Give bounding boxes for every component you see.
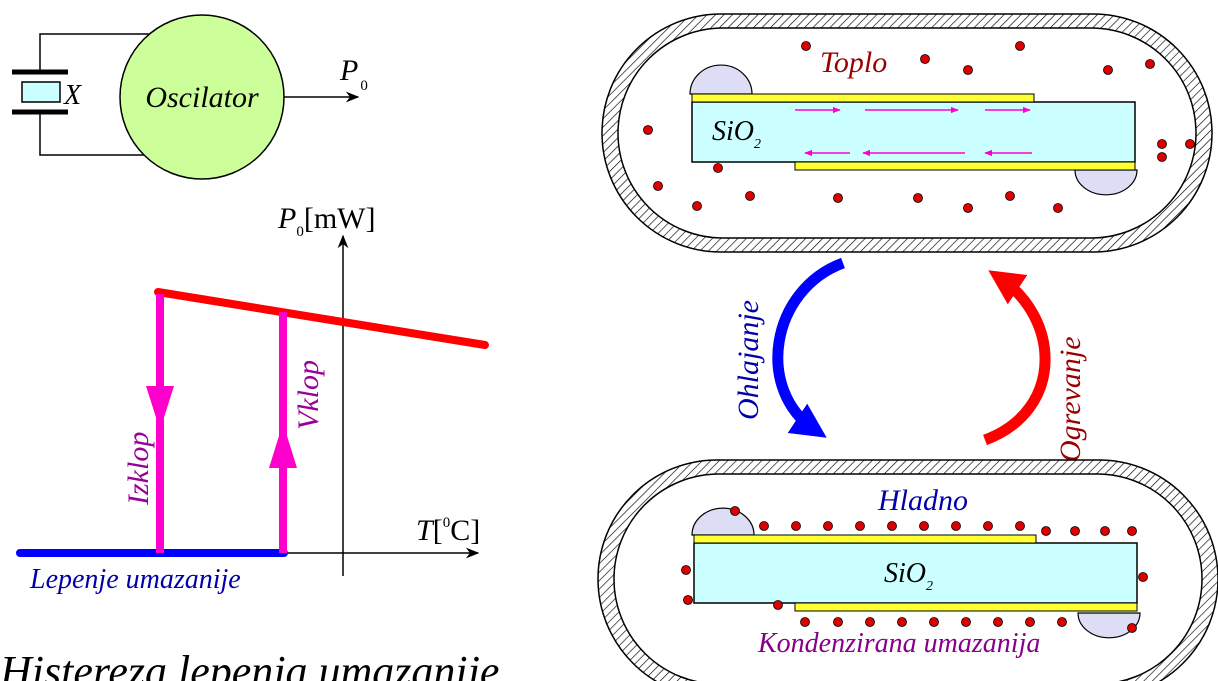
warm-label: Toplo <box>820 46 887 79</box>
cold-state: SiO2 Hladno Kondenzirana umazanija <box>597 459 1218 681</box>
crystal-icon <box>21 81 61 103</box>
particle <box>1057 617 1067 627</box>
particle <box>759 521 769 531</box>
particle <box>823 521 833 531</box>
cooling-label: Ohlajanje <box>732 300 765 420</box>
particle <box>929 617 939 627</box>
particle <box>745 191 755 201</box>
particle <box>1185 139 1195 149</box>
transition-arrows: Ohlajanje Ogrevanje <box>732 257 1087 462</box>
particle <box>791 521 801 531</box>
particle <box>865 617 875 627</box>
particle <box>833 617 843 627</box>
oscillator-label: Oscilator <box>145 81 259 114</box>
particle <box>1157 152 1167 162</box>
warm-drop-right <box>1074 169 1138 196</box>
particle <box>1103 65 1113 75</box>
particle <box>963 203 973 213</box>
crystal-label: X <box>63 80 82 111</box>
particle <box>963 65 973 75</box>
cold-label: Hladno <box>877 484 968 517</box>
particle <box>1138 572 1148 582</box>
crystal-wire-top <box>39 33 160 70</box>
particle <box>683 595 693 605</box>
cold-crystal <box>693 542 1138 604</box>
cold-electrode-bottom <box>794 602 1138 612</box>
cold-electrode-top <box>693 534 1037 544</box>
free-particles <box>643 41 1195 213</box>
particle <box>692 201 702 211</box>
particle <box>855 521 865 531</box>
particle <box>919 521 929 531</box>
particle <box>1053 203 1063 213</box>
particle <box>1100 526 1110 536</box>
hysteresis-graph: P0[mW] T[0C] Izklop Vklop Lepenje umazan… <box>16 202 489 595</box>
particle <box>993 617 1003 627</box>
particle <box>800 617 810 627</box>
off-label: Izklop <box>122 432 155 506</box>
condensed-particles <box>681 506 1148 633</box>
particle <box>643 125 653 135</box>
x-axis-label: T[0C] <box>416 514 480 547</box>
particle <box>1025 617 1035 627</box>
low-state-label: Lepenje umazanije <box>29 564 241 595</box>
particle <box>1070 526 1080 536</box>
particle <box>920 54 930 64</box>
particle <box>833 193 843 203</box>
particle <box>1127 623 1137 633</box>
particle <box>713 163 723 173</box>
particle <box>1015 521 1025 531</box>
particle <box>897 617 907 627</box>
warm-electrode-top <box>691 93 1035 103</box>
particle <box>913 193 923 203</box>
upper-state-line <box>154 288 489 349</box>
heating-label: Ogrevanje <box>1054 336 1087 462</box>
particle <box>801 41 811 51</box>
cooling-arrow <box>772 257 846 438</box>
particle <box>1015 41 1025 51</box>
on-arrow-icon <box>269 423 297 468</box>
cold-material-label: SiO2 <box>884 558 933 594</box>
particle <box>1041 526 1051 536</box>
warm-crystal <box>691 101 1136 163</box>
cold-drop-left <box>691 507 755 536</box>
particle <box>1005 191 1015 201</box>
cold-drop-right <box>1077 612 1141 639</box>
warm-state: SiO2 Toplo <box>601 13 1213 253</box>
particle <box>681 565 691 575</box>
y-axis-label: P0[mW] <box>277 202 375 240</box>
particle <box>773 600 783 610</box>
particle <box>887 521 897 531</box>
particle <box>1145 59 1155 69</box>
warm-electrode-bottom <box>794 161 1136 171</box>
particle <box>961 617 971 627</box>
cold-bottom-label: Kondenzirana umazanija <box>757 628 1040 659</box>
particle <box>653 181 663 191</box>
diagram-title: Histereza lepenja umazanije <box>0 647 499 681</box>
on-label: Vklop <box>292 360 325 430</box>
warm-drop-left <box>689 64 753 95</box>
particle <box>951 521 961 531</box>
particle <box>1157 139 1167 149</box>
particle <box>983 521 993 531</box>
crystal-wire-bottom <box>39 114 160 156</box>
particle <box>1127 526 1137 536</box>
warm-vibration-arrows <box>795 106 1032 157</box>
heating-arrow <box>982 270 1051 446</box>
particle <box>730 506 740 516</box>
warm-material-label: SiO2 <box>712 116 761 152</box>
off-arrow-icon <box>146 386 174 430</box>
